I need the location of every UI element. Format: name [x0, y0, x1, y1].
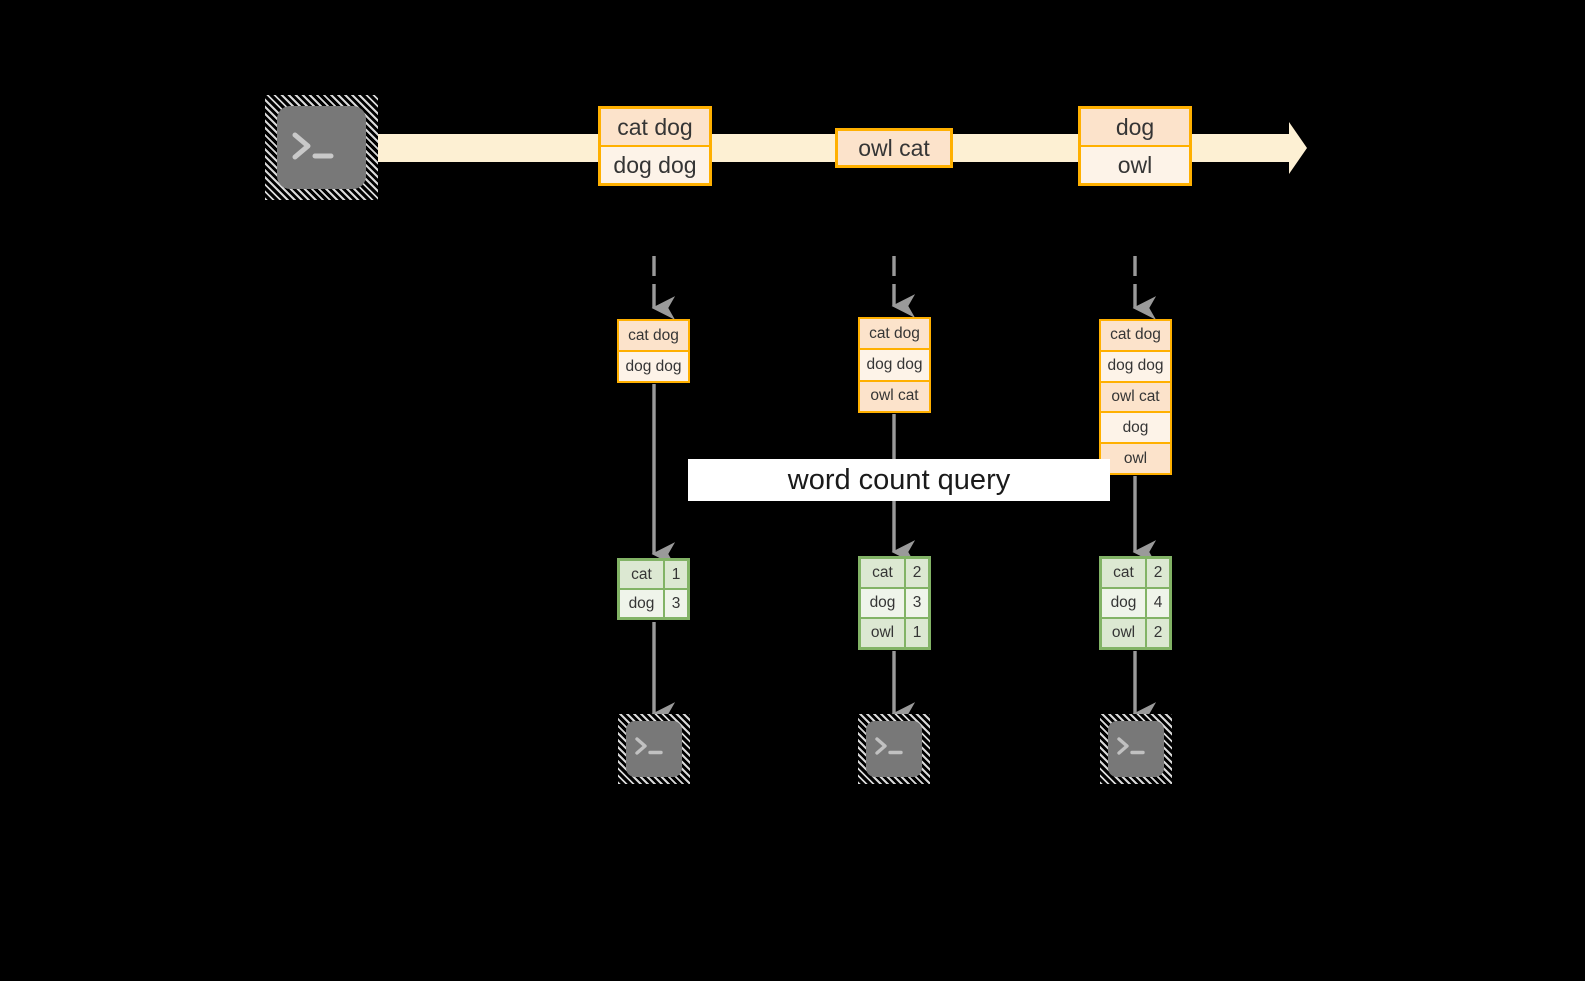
count-cell: 2: [906, 559, 928, 587]
terminal-prompt-glyph: [635, 737, 663, 755]
source-terminal-icon: [265, 95, 378, 200]
count-cell: 1: [665, 561, 687, 588]
snapshot-3-sink-terminal-icon: [1100, 714, 1172, 784]
word-cell: owl: [1102, 619, 1147, 647]
table-row: owl 1: [861, 619, 928, 647]
input-line: cat dog: [860, 319, 929, 351]
word-cell: dog: [620, 590, 665, 617]
input-line: owl cat: [1101, 382, 1170, 414]
snapshot-2-result-table: cat 2 dog 3 owl 1: [858, 556, 931, 650]
table-row: cat 1: [620, 561, 687, 590]
count-cell: 2: [1147, 559, 1169, 587]
word-cell: cat: [620, 561, 665, 588]
terminal-body: [626, 721, 682, 777]
word-cell: dog: [861, 589, 906, 617]
table-row: cat 2: [1102, 559, 1169, 589]
input-line: cat dog: [1101, 321, 1170, 352]
stream-record-1: cat dog dog dog: [598, 106, 712, 186]
table-row: dog 3: [861, 589, 928, 619]
snapshot-2-input-box: cat dog dog dog owl cat: [858, 317, 931, 413]
snapshot-2-sink-terminal-icon: [858, 714, 930, 784]
snapshot-1-sink-terminal-icon: [618, 714, 690, 784]
input-line: dog: [1101, 413, 1170, 445]
record-line: owl: [1081, 147, 1189, 183]
snapshot-1-result-table: cat 1 dog 3: [617, 558, 690, 620]
terminal-body: [277, 106, 366, 189]
table-row: dog 4: [1102, 589, 1169, 619]
input-line: owl: [1101, 444, 1170, 473]
snapshot-3-result-table: cat 2 dog 4 owl 2: [1099, 556, 1172, 650]
query-label: word count query: [688, 459, 1110, 501]
stream-record-3: dog owl: [1078, 106, 1192, 186]
word-cell: cat: [1102, 559, 1147, 587]
terminal-prompt-glyph: [292, 132, 334, 160]
word-cell: cat: [861, 559, 906, 587]
terminal-body: [1108, 721, 1164, 777]
table-row: owl 2: [1102, 619, 1169, 647]
count-cell: 2: [1147, 619, 1169, 647]
terminal-prompt-glyph: [1117, 737, 1145, 755]
input-line: dog dog: [1101, 351, 1170, 383]
record-line: dog: [1081, 109, 1189, 147]
stream-record-2: owl cat: [835, 128, 953, 168]
input-line: dog dog: [860, 350, 929, 382]
input-line: cat dog: [619, 321, 688, 352]
count-cell: 3: [665, 590, 687, 617]
word-cell: owl: [861, 619, 906, 647]
record-line: cat dog: [601, 109, 709, 147]
table-row: dog 3: [620, 590, 687, 617]
count-cell: 4: [1147, 589, 1169, 617]
snapshot-1-input-box: cat dog dog dog: [617, 319, 690, 383]
terminal-prompt-glyph: [875, 737, 903, 755]
snapshot-3-input-box: cat dog dog dog owl cat dog owl: [1099, 319, 1172, 475]
terminal-body: [866, 721, 922, 777]
record-line: dog dog: [601, 147, 709, 183]
table-row: cat 2: [861, 559, 928, 589]
input-line: owl cat: [860, 381, 929, 411]
record-line: owl cat: [838, 131, 950, 165]
input-line: dog dog: [619, 352, 688, 381]
word-cell: dog: [1102, 589, 1147, 617]
count-cell: 1: [906, 619, 928, 647]
count-cell: 3: [906, 589, 928, 617]
